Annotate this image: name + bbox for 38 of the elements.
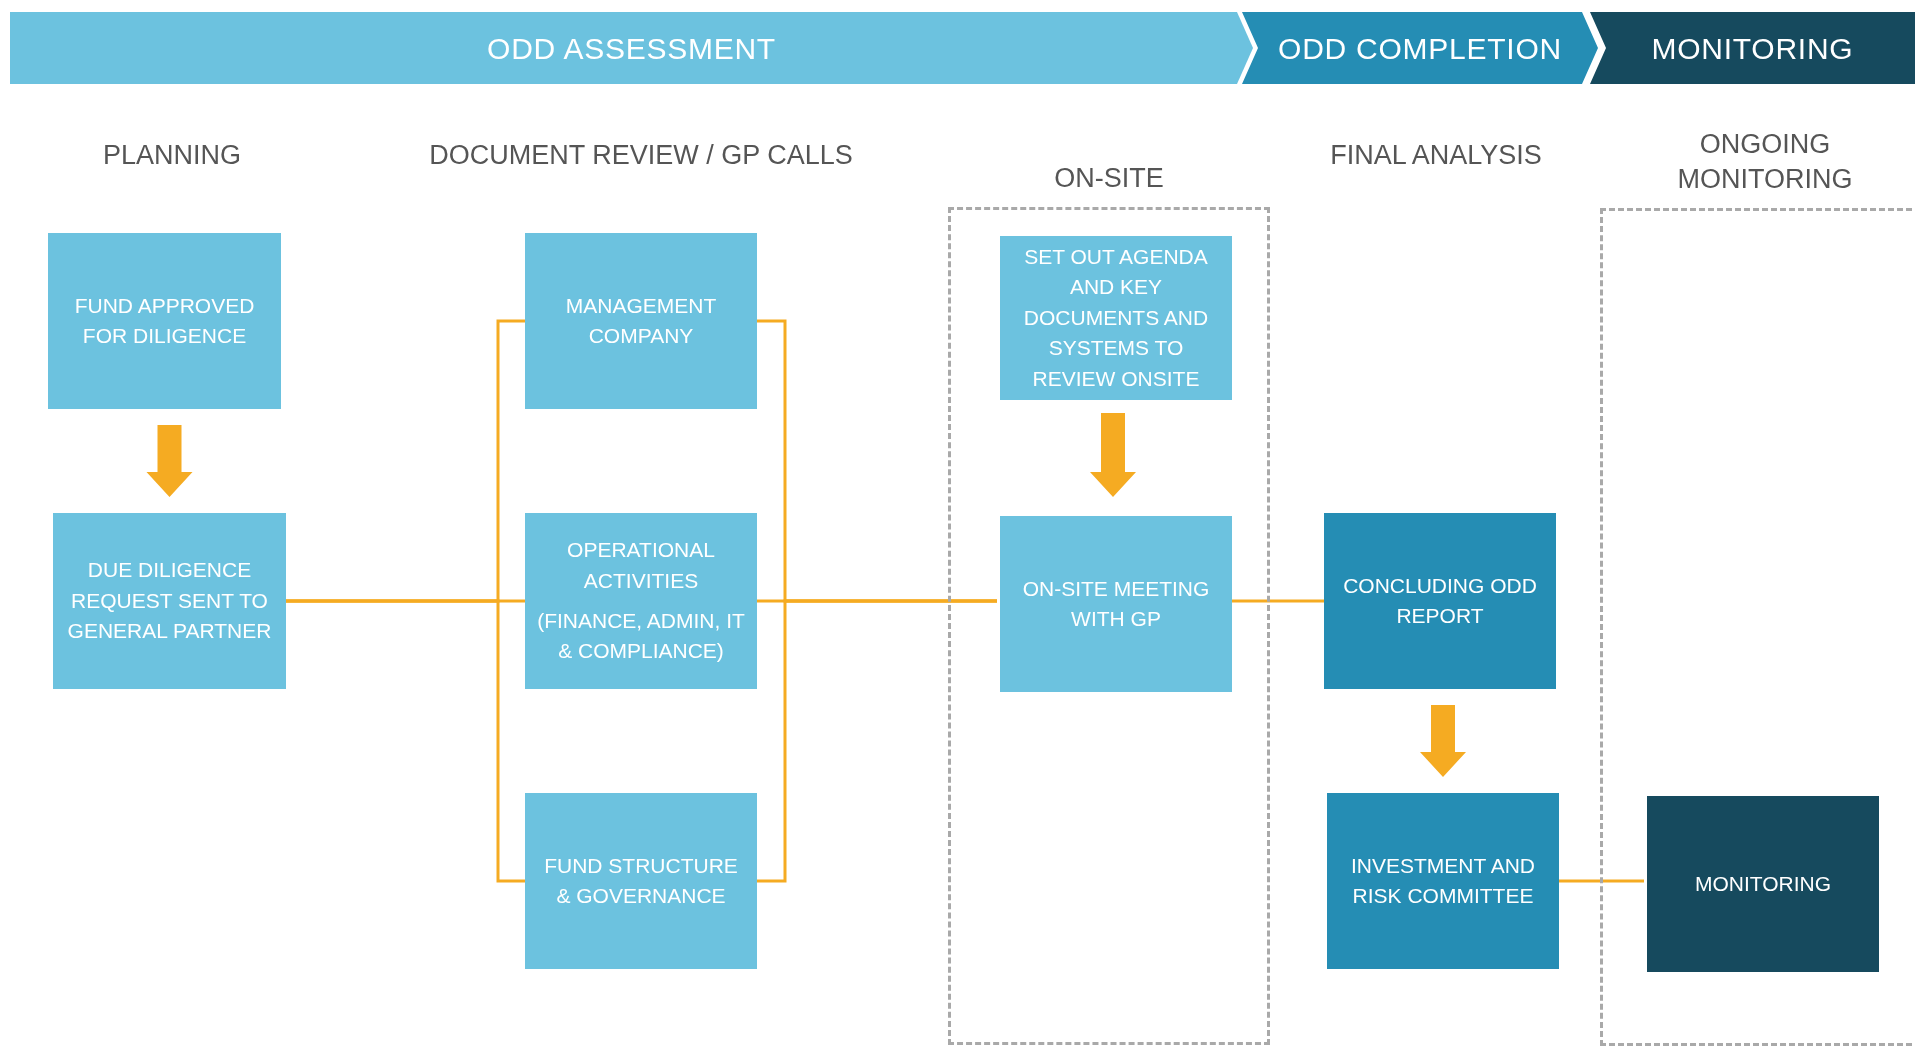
column-heading: ON-SITE [1053, 161, 1165, 195]
process-box [48, 233, 281, 409]
box-text: OPERATIONAL ACTIVITIES [566, 537, 716, 594]
box-text: MONITORING [1694, 870, 1832, 897]
block-arrow [146, 425, 193, 497]
process-box [1000, 516, 1232, 692]
block-arrow [1090, 413, 1136, 497]
connector-line [757, 599, 997, 883]
column-heading: FINAL ANALYSIS [1330, 139, 1542, 170]
phase-banner [1242, 12, 1598, 84]
box-text: INVESTMENT AND RISK COMMITTEE [1350, 852, 1536, 909]
process-box [1647, 796, 1879, 972]
box-text: FUND APPROVED FOR DILIGENCE [73, 292, 256, 349]
process-box [1000, 236, 1232, 400]
phase-title: ODD COMPLETION [1278, 30, 1562, 67]
box-text: MANAGEMENT COMPANY [564, 292, 718, 349]
box-text: (FINANCE, ADMIN, IT & COMPLIANCE) [537, 608, 745, 665]
process-box [53, 513, 286, 689]
box-text: SET OUT AGENDA AND KEY DOCUMENTS AND SYSTEMS TO REVIEW ONSITE [1022, 243, 1210, 392]
box-text: CONCLUDING ODD REPORT [1342, 572, 1538, 629]
process-box [1327, 793, 1559, 969]
phase-title: MONITORING [1651, 30, 1854, 67]
phase-title: ODD ASSESSMENT [487, 30, 776, 67]
phase-banner [1590, 12, 1915, 84]
box-text: FUND STRUCTURE & GOVERNANCE [543, 852, 739, 909]
process-box [1324, 513, 1556, 689]
process-box [525, 233, 757, 409]
connector-line [286, 599, 525, 883]
block-arrow [1420, 705, 1466, 777]
column-heading: ONGOING MONITORING [1676, 127, 1854, 196]
box-text: ON-SITE MEETING WITH GP [1021, 575, 1211, 632]
box-text: DUE DILIGENCE REQUEST SENT TO GENERAL PARTNER [66, 557, 273, 645]
column-heading: PLANNING [103, 139, 241, 170]
phase-banner [10, 12, 1253, 84]
connector-line [1559, 879, 1644, 883]
column-heading: DOCUMENT REVIEW / GP CALLS [429, 139, 853, 170]
process-box [525, 793, 757, 969]
process-box [525, 513, 757, 689]
